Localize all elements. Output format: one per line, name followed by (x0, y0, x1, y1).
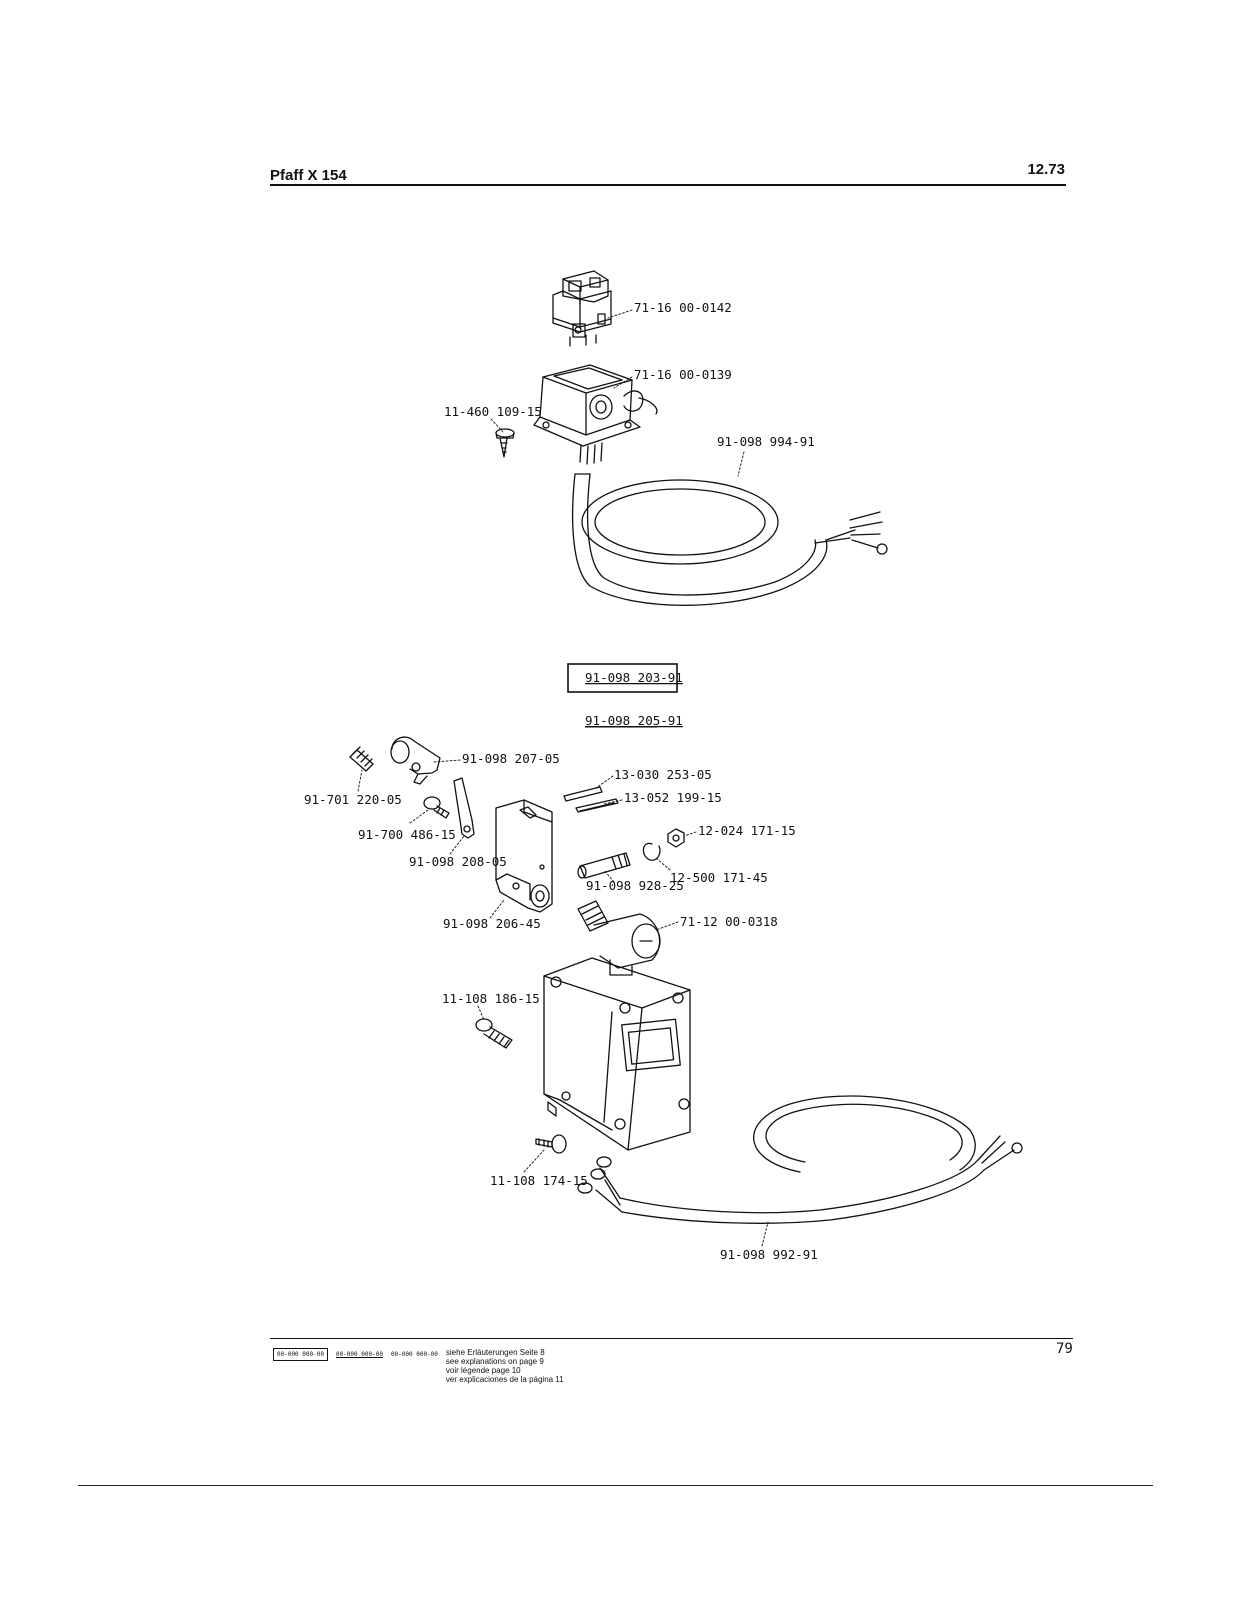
fixing-screw-drawing (475, 1018, 513, 1049)
connector-plug-drawing (552, 270, 612, 347)
part-number-bracket-block: 91-098 206-45 (443, 916, 541, 931)
small-screw-drawing (535, 1134, 567, 1154)
assembly-number-underlined: 91-098 205-91 (585, 713, 683, 728)
socket-box-drawing (533, 364, 658, 465)
part-number-tapping-screw: 11-460 109-15 (444, 404, 542, 419)
bottom-rule (78, 1485, 1153, 1486)
cheese-head-screw-drawing (423, 796, 450, 819)
set-screw-drawing (349, 746, 374, 772)
leader-lines (357, 309, 769, 1247)
legend-code-underlined: 00-000 000-00 (335, 1351, 383, 1358)
hex-nut-drawing (667, 828, 685, 848)
legend-line-de: siehe Erläuterungen Seite 8 (445, 1348, 545, 1357)
assembly-number-box (567, 663, 678, 693)
clamp-collar-drawing (390, 736, 441, 785)
part-number-pin-1: 13-030 253-05 (614, 767, 712, 782)
legend-explanations: siehe Erläuterungen Seite 8 see explanat… (446, 1348, 564, 1384)
legend-line-fr: voir légende page 10 (445, 1366, 521, 1375)
page-number: 79 (1056, 1341, 1073, 1357)
part-number-bracket-strip: 91-098 208-05 (409, 854, 507, 869)
legend: 00-000 000-00 00-000 000-00 00-000 000-0… (273, 1348, 564, 1384)
machine-title: Pfaff X 154 (270, 167, 347, 184)
header-rule (270, 184, 1066, 186)
retaining-ring-drawing (642, 842, 661, 861)
part-number-pin-2: 13-052 199-15 (624, 790, 722, 805)
part-number-cheese-head-screw: 91-700 486-15 (358, 827, 456, 842)
part-number-clamp-collar: 91-098 207-05 (462, 751, 560, 766)
shaft-drawing (577, 852, 631, 879)
legend-line-en: see explanations on page 9 (445, 1357, 544, 1366)
part-number-small-screw: 11-108 174-15 (490, 1173, 588, 1188)
footer-rule (270, 1338, 1073, 1339)
part-number-switch-cable: 91-098 992-91 (720, 1247, 818, 1262)
part-number-set-screw: 91-701 220-05 (304, 792, 402, 807)
part-number-switch: 71-12 00-0318 (680, 914, 778, 929)
edition-date: 12.73 (1027, 161, 1065, 178)
part-number-socket: 71-16 00-0139 (634, 367, 732, 382)
part-number-shaft: 91-098 928-25 (586, 878, 684, 893)
part-number-fixing-screw: 11-108 186-15 (442, 991, 540, 1006)
bracket-strip-drawing (453, 777, 475, 839)
part-number-upper-cable: 91-098 994-91 (717, 434, 815, 449)
pins-drawing (563, 786, 619, 813)
switch-housing-drawing (543, 957, 691, 1151)
coiled-cable-drawing (572, 473, 888, 606)
legend-code-plain: 00-000 000-00 (390, 1351, 438, 1358)
part-number-retaining-ring: 12-500 171-45 (670, 870, 768, 885)
switch-cable-drawing (577, 1095, 1023, 1224)
switch-head-drawing (577, 900, 661, 976)
tapping-screw-drawing (495, 428, 515, 458)
legend-code-boxed: 00-000 000-00 (273, 1348, 328, 1361)
assembly-number-boxed: 91-098 203-91 (585, 670, 683, 685)
bracket-block-drawing (495, 799, 553, 913)
legend-line-es: ver explicaciones de la página 11 (445, 1375, 564, 1384)
part-number-hex-nut: 12-024 171-15 (698, 823, 796, 838)
part-number-plug: 71-16 00-0142 (634, 300, 732, 315)
